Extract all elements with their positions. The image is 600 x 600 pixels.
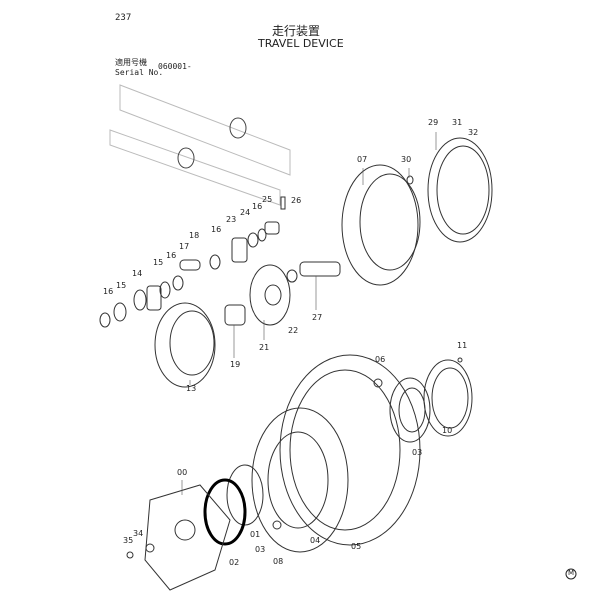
page-number: 237 bbox=[115, 13, 132, 23]
part-label[interactable]: 18 bbox=[189, 231, 200, 240]
part-label[interactable]: 35 bbox=[123, 536, 134, 545]
part-label[interactable]: 23 bbox=[226, 215, 237, 224]
part-label[interactable]: 17 bbox=[179, 242, 190, 251]
part-label[interactable]: 34 bbox=[133, 529, 144, 538]
serial-label-jp: 適用号機 bbox=[115, 58, 147, 67]
part-label[interactable]: 03 bbox=[412, 448, 423, 457]
part-label[interactable]: 15 bbox=[153, 258, 164, 267]
part-label[interactable]: 13 bbox=[186, 384, 197, 393]
part-label[interactable]: 15 bbox=[116, 281, 127, 290]
part-label[interactable]: 30 bbox=[401, 155, 412, 164]
part-label[interactable]: 16 bbox=[211, 225, 222, 234]
part-label[interactable]: 10 bbox=[442, 426, 453, 435]
part-label[interactable]: 11 bbox=[457, 341, 468, 350]
part-label[interactable]: 31 bbox=[452, 118, 463, 127]
part-label[interactable]: 16 bbox=[103, 287, 114, 296]
part-label[interactable]: 24 bbox=[240, 208, 251, 217]
title-en: TRAVEL DEVICE bbox=[258, 37, 344, 50]
part-label[interactable]: 07 bbox=[357, 155, 368, 164]
part-label[interactable]: 19 bbox=[230, 360, 241, 369]
part-label[interactable]: 16 bbox=[166, 251, 177, 260]
planetary-gears bbox=[99, 196, 341, 388]
part-label[interactable]: 21 bbox=[259, 343, 270, 352]
part-label[interactable]: 27 bbox=[312, 313, 323, 322]
part-label[interactable]: 00 bbox=[177, 468, 188, 477]
leader-lines bbox=[181, 132, 437, 495]
part-label[interactable]: 22 bbox=[288, 326, 299, 335]
serial-label-en: Serial No. bbox=[115, 68, 164, 77]
mark-letter: M bbox=[568, 569, 575, 577]
part-label[interactable]: 04 bbox=[310, 536, 321, 545]
part-label[interactable]: 02 bbox=[229, 558, 240, 567]
part-label[interactable]: 32 bbox=[468, 128, 479, 137]
part-label[interactable]: 06 bbox=[375, 355, 386, 364]
serial-value: 060001- bbox=[158, 62, 192, 71]
ring-gear-assembly bbox=[341, 137, 493, 286]
part-label[interactable]: 16 bbox=[252, 202, 263, 211]
mark-circle bbox=[565, 568, 577, 580]
part-label[interactable]: 29 bbox=[428, 118, 439, 127]
part-label[interactable]: 05 bbox=[351, 542, 362, 551]
part-label[interactable]: 03 bbox=[255, 545, 266, 554]
machine-overview-sketch bbox=[109, 84, 291, 206]
part-label[interactable]: 25 bbox=[262, 195, 273, 204]
part-label[interactable]: 26 bbox=[291, 196, 302, 205]
part-label[interactable]: 08 bbox=[273, 557, 284, 566]
title-jp: 走行装置 bbox=[272, 24, 321, 38]
part-label[interactable]: 14 bbox=[132, 269, 143, 278]
part-label[interactable]: 01 bbox=[250, 530, 261, 539]
sprocket-and-hub bbox=[126, 354, 473, 591]
